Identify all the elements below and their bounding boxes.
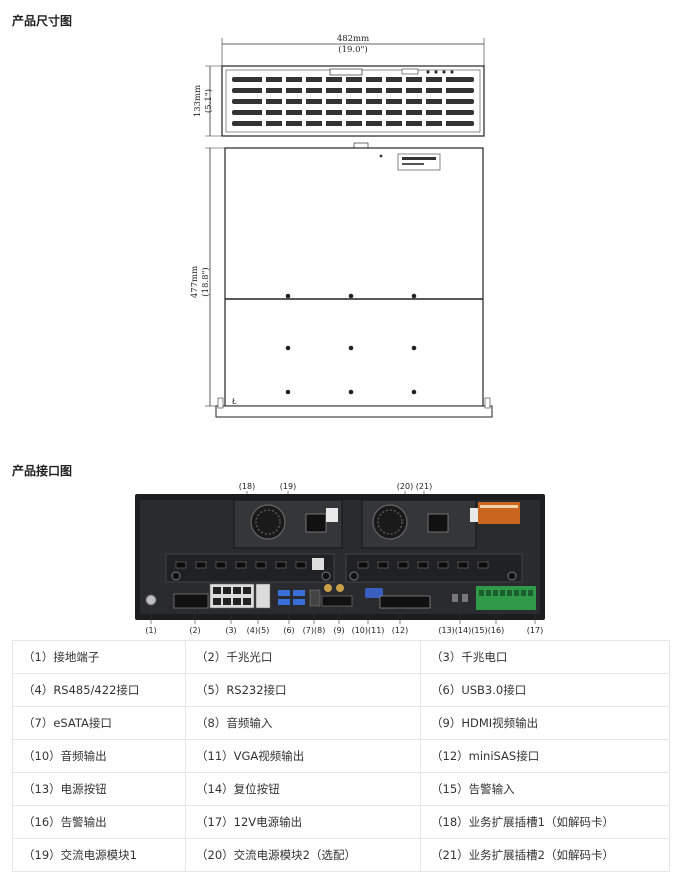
table-row: （4）RS485/422接口 （5）RS232接口 （6）USB3.0接口 (12, 673, 670, 707)
legend-cell: （17）12V电源输出 (185, 805, 421, 839)
legend-cell: （19）交流电源模块1 (12, 838, 186, 872)
legend-cell: （14）复位按钮 (185, 772, 421, 806)
front-view (221, 65, 485, 137)
callout-12: (12) (392, 626, 408, 635)
callout-16: (16) (488, 626, 504, 635)
table-row: （13）电源按钮 （14）复位按钮 （15）告警输入 (12, 772, 670, 806)
psu-module-1 (233, 499, 343, 549)
legend-cell: （13）电源按钮 (12, 772, 186, 806)
callout-1: (1) (145, 626, 156, 635)
legend-cell: （12）miniSAS接口 (420, 739, 670, 773)
callout-9: (9) (333, 626, 344, 635)
legend-cell: （9）HDMI视频输出 (420, 706, 670, 740)
svg-text:Ł: Ł (231, 397, 237, 406)
port-legend-table: （1）接地端子 （2）千兆光口 （3）千兆电口 （4）RS485/422接口 （… (12, 640, 670, 872)
legend-cell: （3）千兆电口 (420, 640, 670, 674)
callout-7-8: (7)(8) (303, 626, 326, 635)
legend-cell: （15）告警输入 (420, 772, 670, 806)
width-mm-label: 482mm (337, 34, 369, 44)
io-row (145, 583, 536, 610)
top-view: Ł (215, 142, 493, 418)
legend-cell: （7）eSATA接口 (12, 706, 186, 740)
expansion-slot-2 (345, 553, 523, 583)
interface-section-title: 产品接口图 (12, 464, 73, 478)
table-row: （1）接地端子 （2）千兆光口 （3）千兆电口 (12, 640, 670, 674)
table-row: （19）交流电源模块1 （20）交流电源模块2（选配） （21）业务扩展插槽2（… (12, 838, 670, 872)
legend-cell: （18）业务扩展插槽1（如解码卡） (420, 805, 670, 839)
legend-cell: （10）音频输出 (12, 739, 186, 773)
legend-cell: （6）USB3.0接口 (420, 673, 670, 707)
rear-panel-diagram: (18) (19) (20) (21) (135, 482, 545, 635)
height-mm-label: 133mm (193, 85, 203, 117)
table-row: （7）eSATA接口 （8）音频输入 （9）HDMI视频输出 (12, 706, 670, 740)
width-in-label: (19.0") (338, 44, 367, 55)
dimensions-section-title: 产品尺寸图 (12, 14, 73, 28)
legend-cell: （16）告警输出 (12, 805, 186, 839)
depth-mm-label: 477mm (190, 266, 200, 298)
legend-cell: （5）RS232接口 (185, 673, 421, 707)
callout-13-15: (13)(14)(15) (438, 626, 487, 635)
callout-17: (17) (527, 626, 543, 635)
callout-21: (21) (416, 482, 432, 491)
callout-6: (6) (283, 626, 294, 635)
psu-module-2 (361, 499, 520, 549)
height-in-label: (5.1") (203, 89, 214, 113)
callout-2: (2) (189, 626, 200, 635)
expansion-slot-1 (165, 553, 335, 583)
callout-3: (3) (225, 626, 236, 635)
callout-10-11: (10)(11) (352, 626, 385, 635)
callout-19: (19) (280, 482, 296, 491)
callout-4-5: (4)(5) (247, 626, 270, 635)
legend-cell: （11）VGA视频输出 (185, 739, 421, 773)
callout-18: (18) (239, 482, 255, 491)
callout-20: (20) (397, 482, 413, 491)
legend-cell: （2）千兆光口 (185, 640, 421, 674)
depth-in-label: (18.8") (200, 267, 211, 296)
legend-cell: （20）交流电源模块2（选配） (185, 838, 421, 872)
legend-cell: （4）RS485/422接口 (12, 673, 186, 707)
dimension-drawing: 482mm (19.0") 133mm (5.1") (190, 34, 493, 418)
legend-cell: （1）接地端子 (12, 640, 186, 674)
table-row: （16）告警输出 （17）12V电源输出 （18）业务扩展插槽1（如解码卡） (12, 805, 670, 839)
legend-cell: （21）业务扩展插槽2（如解码卡） (420, 838, 670, 872)
table-row: （10）音频输出 （11）VGA视频输出 （12）miniSAS接口 (12, 739, 670, 773)
legend-cell: （8）音频输入 (185, 706, 421, 740)
